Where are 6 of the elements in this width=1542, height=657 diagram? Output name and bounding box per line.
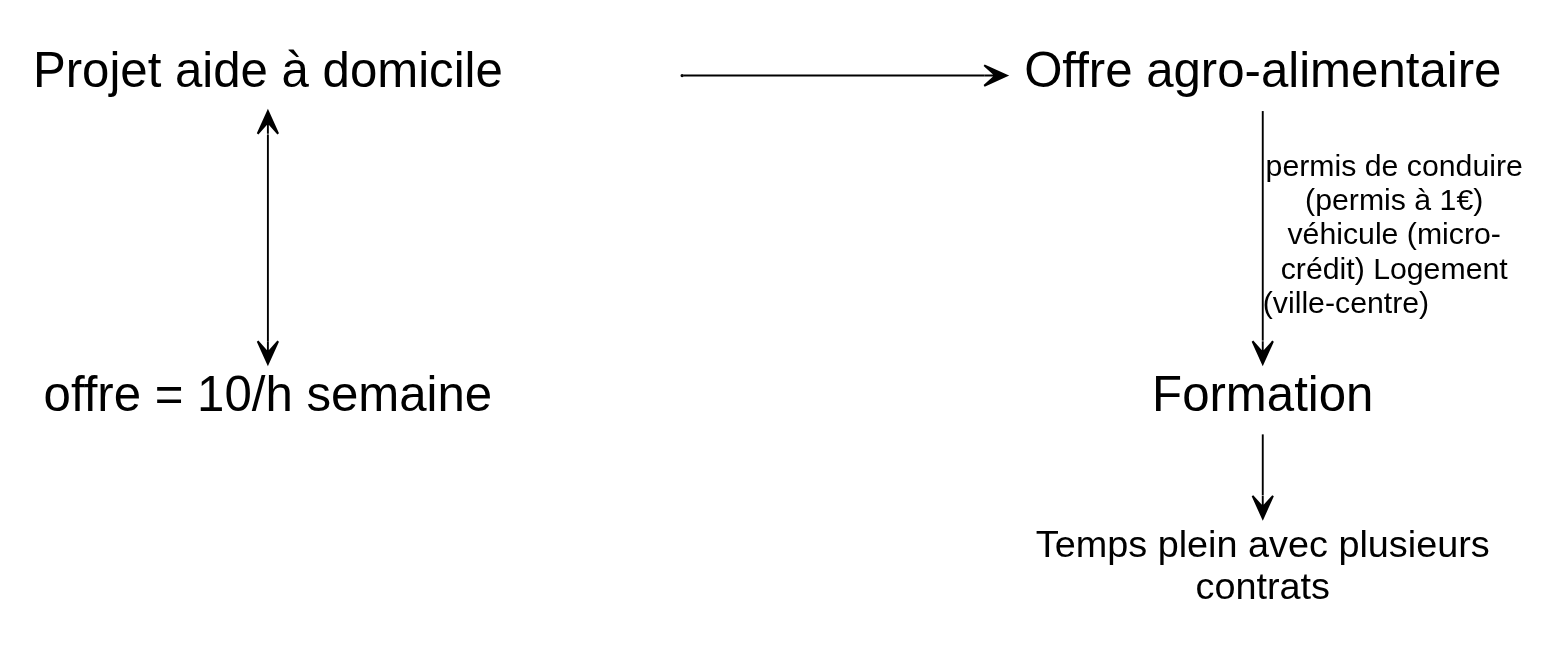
- edge-label: permis de conduire (permis à 1€) véhicule (micro-crédit) Logement (ville-centre): [1262, 148, 1523, 319]
- node-text: Formation: [1152, 365, 1374, 421]
- node-text: Offre agro-alimentaire: [1024, 41, 1502, 97]
- node-text: Temps plein avec plusieurs contrats: [1035, 522, 1490, 607]
- node-text: offre = 10/h semaine: [43, 365, 493, 421]
- node-text: Projet aide à domicile: [32, 41, 503, 97]
